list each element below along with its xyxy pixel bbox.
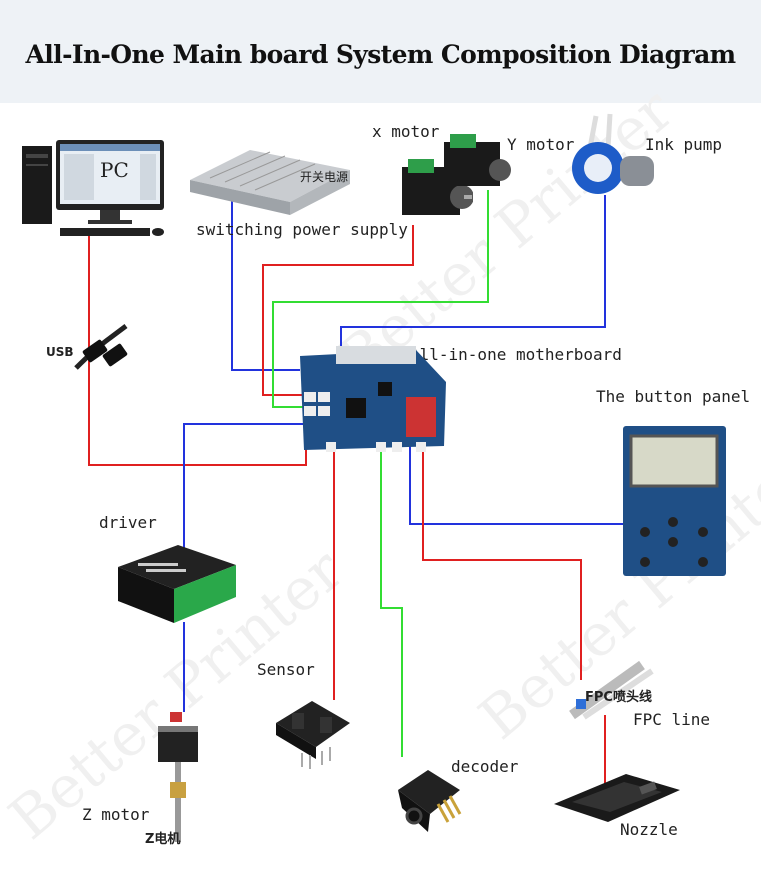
- button-panel-label: The button panel: [596, 387, 751, 406]
- power-supply-device: [190, 140, 360, 215]
- page-title: All-In-One Main board System Composition…: [25, 40, 736, 69]
- decoder-label: decoder: [451, 757, 519, 776]
- motherboard-icon: [300, 346, 446, 452]
- title-banner: All-In-One Main board System Composition…: [0, 0, 761, 103]
- pc-device: [20, 140, 170, 240]
- button-panel-icon: [623, 426, 726, 576]
- nozzle-label: Nozzle: [620, 820, 678, 839]
- power-supply-cn-label: 开关电源: [300, 170, 349, 184]
- sensor-device: [272, 695, 352, 770]
- button-panel-wire: [409, 440, 626, 525]
- ink-pump-icon: [572, 113, 654, 194]
- fpc-label: FPC line: [633, 710, 711, 729]
- power-supply-label: switching power supply: [196, 220, 408, 239]
- sensor-label: Sensor: [257, 660, 315, 679]
- z-motor-device: [150, 712, 210, 847]
- fpc-icon: [569, 660, 654, 720]
- nozzle-icon: [554, 774, 680, 822]
- driver-label: driver: [99, 513, 157, 532]
- sensor-icon: [276, 701, 350, 769]
- nozzle-device: [552, 770, 682, 825]
- y-motor-label: Y motor: [507, 135, 575, 154]
- pc-icon: [22, 140, 164, 236]
- z-motor-label: Z motor: [82, 805, 150, 824]
- fpc-wire: [422, 440, 582, 680]
- usb-label: USB: [46, 345, 74, 359]
- ink-pump-device: [568, 108, 658, 203]
- motherboard-device: [296, 342, 456, 457]
- power-wire: [231, 200, 300, 371]
- button-panel-device: [623, 426, 726, 576]
- decoder-wire: [380, 450, 403, 757]
- usb-cable-icon: [74, 324, 128, 370]
- decoder-device: [392, 762, 464, 842]
- ink-pump-label: Ink pump: [645, 135, 723, 154]
- fpc-device: [562, 655, 657, 720]
- x-motor-wire: [262, 225, 414, 396]
- motherboard-label: All-in-one motherboard: [410, 345, 622, 364]
- decoder-icon: [398, 770, 462, 832]
- driver-device: [118, 545, 238, 625]
- fpc-cn-label: FPC喷头线: [585, 690, 652, 705]
- driver-wire: [183, 423, 312, 552]
- y-motor-wire: [272, 190, 489, 408]
- driver-icon: [118, 545, 236, 623]
- z-motor-icon: [158, 712, 198, 842]
- y-motor-icon: [444, 134, 511, 186]
- pc-label: PC: [100, 158, 129, 182]
- power-supply-icon: [190, 150, 350, 215]
- ink-pump-wire: [340, 195, 606, 348]
- x-motor-label: x motor: [372, 122, 440, 141]
- usb-cable: [66, 318, 136, 378]
- y-motor-device: [440, 130, 515, 195]
- z-motor-cn-label: Z电机: [145, 832, 181, 847]
